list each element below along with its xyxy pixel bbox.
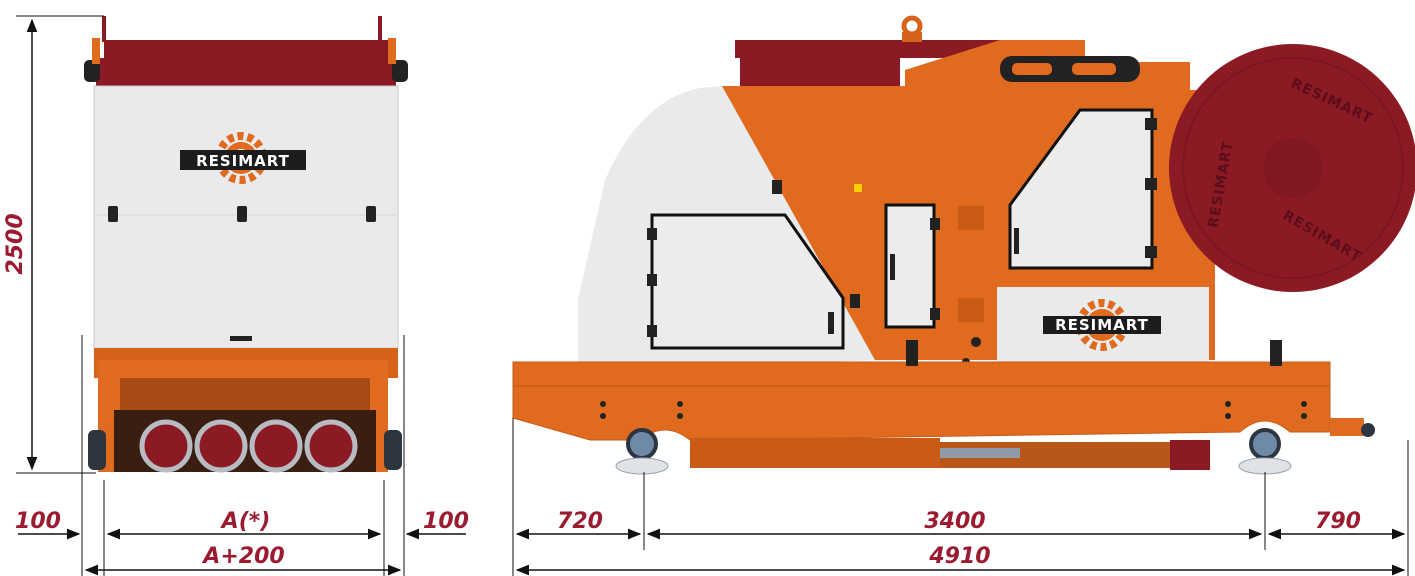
cable-drum: RESIMART RESIMART RESIMART [1169, 44, 1415, 292]
side-top-hopper [735, 40, 1025, 58]
side-base-chassis [512, 361, 1331, 441]
side-wheelbase-label: 3400 [924, 509, 985, 534]
side-total-label: 4910 [928, 544, 990, 569]
front-drum-1 [139, 419, 193, 473]
height-label: 2500 [3, 213, 28, 274]
front-right-roller [392, 60, 408, 82]
side-rear-overhang-label: 790 [1315, 509, 1361, 534]
front-left-roller [84, 60, 100, 82]
front-dimensions: 2500 100 A(*) 100 A+200 [3, 15, 469, 576]
side-front-overhang-label: 720 [557, 509, 603, 534]
front-wheel [626, 428, 658, 460]
side-logo: RESIMART [1043, 303, 1161, 347]
rear-wheel [1249, 428, 1281, 460]
front-left-margin-label: 100 [15, 509, 61, 534]
side-dimensions: 720 3400 790 4910 [512, 418, 1409, 576]
front-view: RESIMART [84, 16, 408, 473]
side-undercarriage [690, 438, 940, 468]
side-logo-text: RESIMART [1055, 316, 1149, 334]
front-top-frame [104, 40, 390, 60]
lifting-eye [901, 15, 923, 37]
front-drum-3 [249, 419, 303, 473]
front-right-margin-label: 100 [423, 509, 469, 534]
front-drum-4 [304, 419, 358, 473]
front-width-label: A(*) [220, 509, 271, 534]
front-logo-text: RESIMART [196, 152, 290, 170]
front-drum-2 [194, 419, 248, 473]
front-logo: RESIMART [180, 136, 306, 180]
side-top-handle [1000, 56, 1140, 82]
side-view: RESIMART RESIMART RESIMART RESIMART [512, 15, 1415, 475]
front-total-label: A+200 [201, 544, 284, 569]
